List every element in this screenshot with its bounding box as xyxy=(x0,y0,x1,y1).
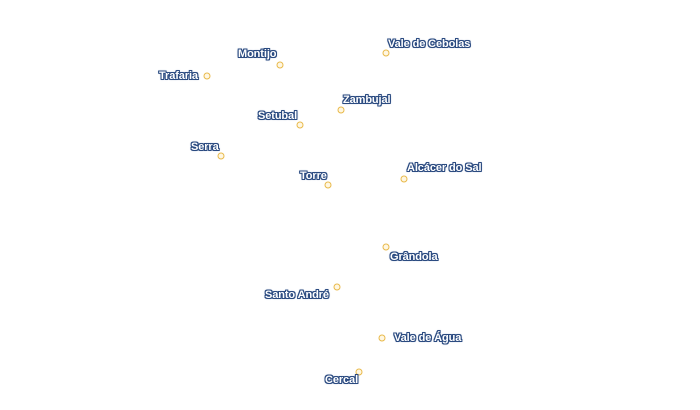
place-label-cercal: Cercal xyxy=(325,374,359,386)
place-marker-trafaria[interactable] xyxy=(203,72,211,80)
place-marker-grandola[interactable] xyxy=(382,243,390,251)
place-label-setubal: Setubal xyxy=(258,110,298,122)
place-label-torre: Torre xyxy=(300,170,327,182)
place-marker-alcacer-do-sal[interactable] xyxy=(400,175,408,183)
place-label-montijo: Montijo xyxy=(238,48,277,60)
place-label-vale-de-cebolas: Vale de Cebolas xyxy=(388,38,471,50)
place-label-santo-andre: Santo André xyxy=(265,289,329,301)
place-marker-torre[interactable] xyxy=(324,181,332,189)
place-label-grandola: Grândola xyxy=(390,251,438,263)
place-label-alcacer-do-sal: Alcácer do Sal xyxy=(407,162,482,174)
place-label-zambujal: Zambujal xyxy=(343,94,391,106)
place-marker-zambujal[interactable] xyxy=(337,106,345,114)
place-marker-santo-andre[interactable] xyxy=(333,283,341,291)
place-marker-vale-de-agua[interactable] xyxy=(378,334,386,342)
place-marker-setubal[interactable] xyxy=(296,121,304,129)
place-label-trafaria: Trafaria xyxy=(159,70,198,82)
place-label-vale-de-agua: Vale de Água xyxy=(394,332,462,344)
place-label-serra: Serra xyxy=(191,141,219,153)
place-marker-vale-de-cebolas[interactable] xyxy=(382,49,390,57)
place-marker-cercal[interactable] xyxy=(355,368,363,376)
place-marker-serra[interactable] xyxy=(217,152,225,160)
place-marker-montijo[interactable] xyxy=(276,61,284,69)
